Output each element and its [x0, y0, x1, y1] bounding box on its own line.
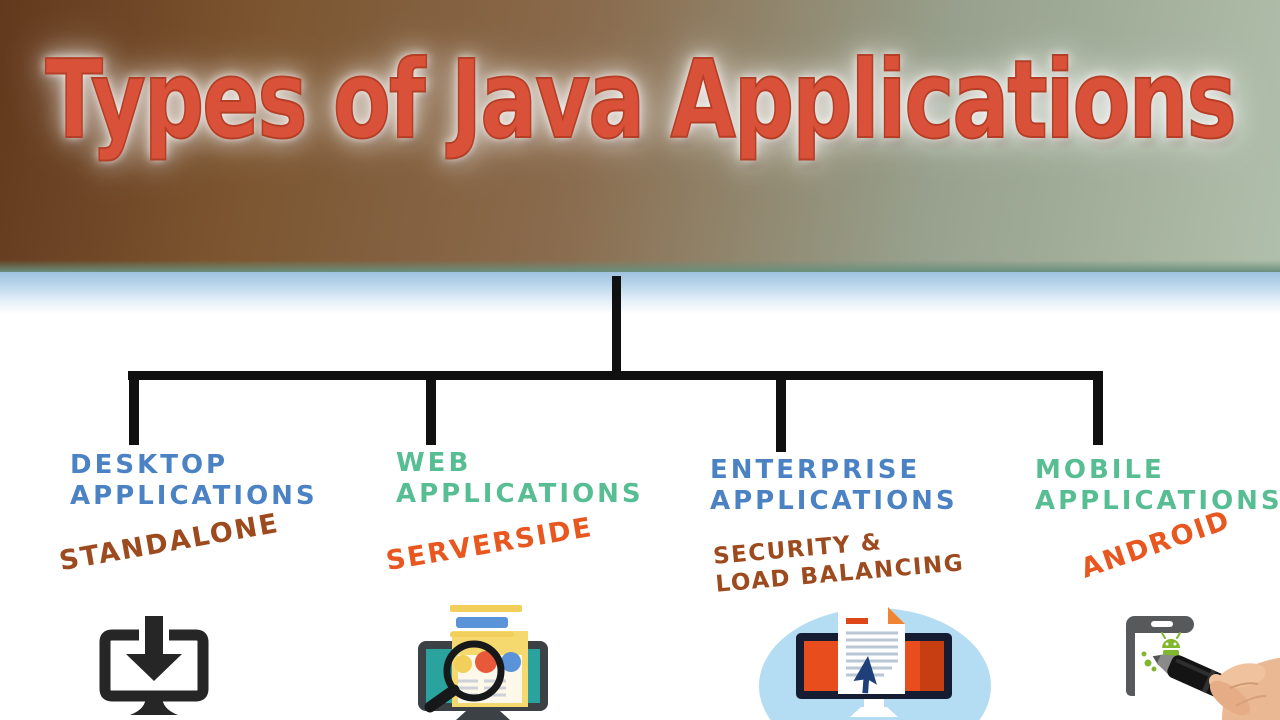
category-subtitle-web: SERVERSIDE	[383, 511, 596, 578]
category-title-line: APPLICATIONS	[1035, 486, 1280, 516]
tree-branch-line-web	[426, 371, 436, 445]
category-title-line: ENTERPRISE	[710, 455, 921, 485]
header-blue-fade	[0, 272, 1280, 314]
tree-horizontal-line	[128, 371, 1103, 380]
page-title: Types of Java Applications	[44, 37, 1237, 164]
category-title-line: APPLICATIONS	[710, 486, 958, 516]
tree-branch-line-desktop	[129, 371, 139, 445]
tree-branch-line-mobile	[1093, 371, 1103, 445]
category-title-line: MOBILE	[1035, 455, 1165, 485]
cursor-arrow-icon	[853, 656, 877, 694]
category-title-line: WEB	[396, 448, 472, 478]
tree-trunk-line	[612, 276, 621, 376]
android-phone-hand-drawing-icon	[1126, 616, 1280, 720]
category-title-mobile: MOBILE APPLICATIONS	[1035, 455, 1280, 517]
desktop-download-icon	[99, 616, 209, 715]
subtitle-line: STANDALONE	[56, 507, 282, 578]
category-title-line: APPLICATIONS	[70, 481, 318, 511]
category-subtitle-desktop: STANDALONE	[56, 507, 282, 578]
hand-icon	[1209, 658, 1280, 720]
tree-branch-line-enterprise	[776, 371, 786, 452]
category-subtitle-mobile: ANDROID	[1077, 504, 1235, 585]
category-title-enterprise: ENTERPRISE APPLICATIONS	[710, 455, 958, 517]
enterprise-document-monitor-icon	[759, 607, 991, 720]
web-search-monitor-icon	[418, 605, 548, 720]
header-banner: Types of Java Applications	[0, 0, 1280, 272]
subtitle-line: ANDROID	[1077, 504, 1235, 585]
category-title-desktop: DESKTOP APPLICATIONS	[70, 450, 318, 512]
category-title-line: DESKTOP	[70, 450, 229, 480]
category-title-line: APPLICATIONS	[396, 479, 644, 509]
subtitle-line: SERVERSIDE	[383, 511, 596, 578]
category-title-web: WEB APPLICATIONS	[396, 448, 644, 510]
category-subtitle-enterprise: SECURITY & LOAD BALANCING	[712, 521, 965, 599]
